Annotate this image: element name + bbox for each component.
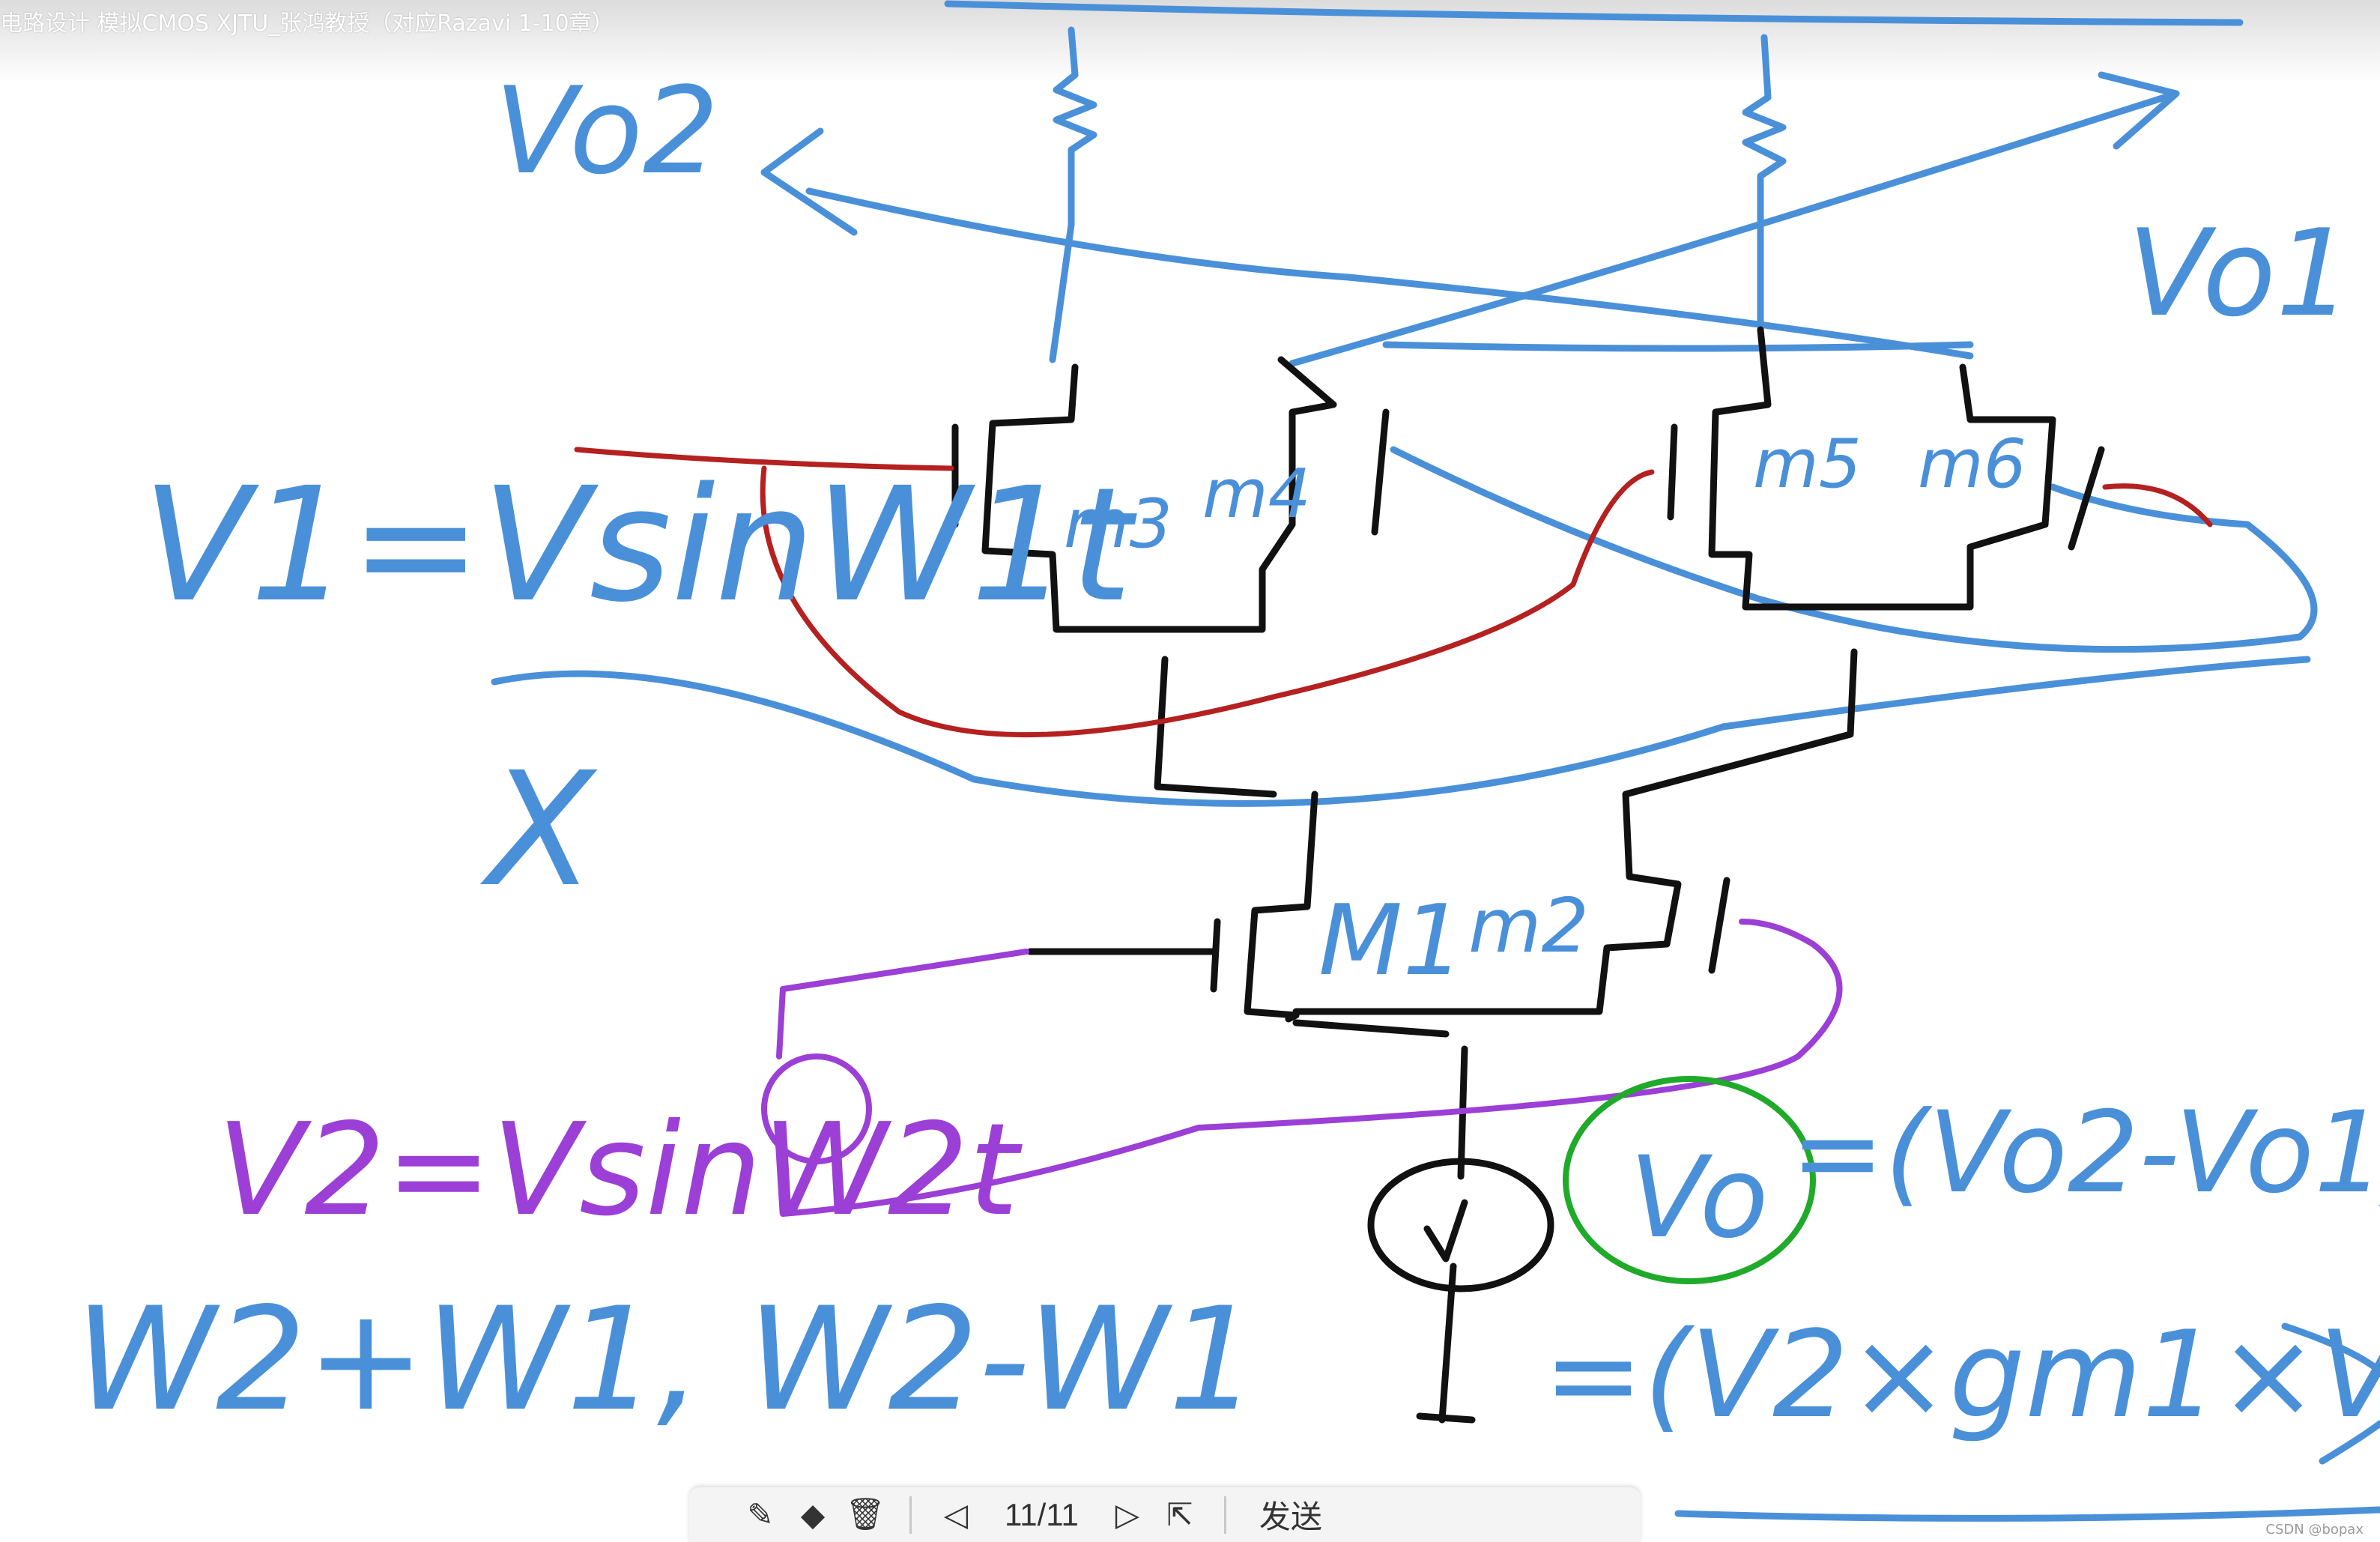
- label-m3: m3: [1064, 485, 1172, 563]
- label-product-expression: =(V2×gm1×V1gm3×R: [1543, 1304, 2380, 1445]
- vo-circle-annotation: [1563, 1076, 1816, 1284]
- title-bar: 电路设计 模拟CMOS XJTU_张鸿教授（对应Razavi 1-10章）: [0, 0, 2380, 82]
- label-vo: Vo: [1629, 1133, 1769, 1263]
- label-m2: m2: [1468, 882, 1589, 970]
- share-icon[interactable]: ⇱: [1166, 1497, 1193, 1532]
- pen-icon[interactable]: ✎: [747, 1497, 774, 1532]
- watermark: CSDN @bopax: [2265, 1522, 2364, 1538]
- eraser-icon[interactable]: ◆: [800, 1497, 826, 1532]
- send-button[interactable]: 发送: [1259, 1499, 1322, 1535]
- label-vo-expression: =(Vo2-Vo1): [1790, 1088, 2380, 1218]
- whiteboard-toolbar: ✎ ◆ 🗑 ◁ 11/11 ▷ ⇱ 发送: [689, 1487, 1641, 1542]
- blue-wiring: [491, 0, 2380, 1522]
- label-cross: X: [479, 738, 598, 922]
- label-v2-equation: V2=VsinW2t: [217, 1096, 1023, 1245]
- purple-wiring: [761, 919, 1843, 1217]
- red-wiring: [574, 447, 2213, 738]
- trash-icon[interactable]: 🗑: [845, 1496, 885, 1532]
- prev-page-icon[interactable]: ◁: [943, 1497, 969, 1532]
- label-m5: m5: [1753, 425, 1862, 504]
- label-m1: M1: [1318, 883, 1465, 997]
- label-v1-equation: V1=VsinW1t: [142, 453, 1137, 637]
- label-vo2: Vo2: [494, 61, 719, 201]
- label-vo1: Vo1: [2128, 203, 2352, 343]
- label-m6: m6: [1918, 425, 2026, 504]
- black-transistors: [951, 326, 2105, 1424]
- toolbar-divider: [909, 1496, 912, 1534]
- window-title: 电路设计 模拟CMOS XJTU_张鸿教授（对应Razavi 1-10章）: [0, 10, 614, 37]
- next-page-icon[interactable]: ▷: [1115, 1497, 1140, 1532]
- toolbar-divider: [1223, 1496, 1226, 1534]
- page-indicator: 11/11: [1005, 1496, 1079, 1532]
- label-frequency-terms: W2+W1, W2-W1: [75, 1277, 1259, 1442]
- label-m4: m4: [1202, 455, 1311, 533]
